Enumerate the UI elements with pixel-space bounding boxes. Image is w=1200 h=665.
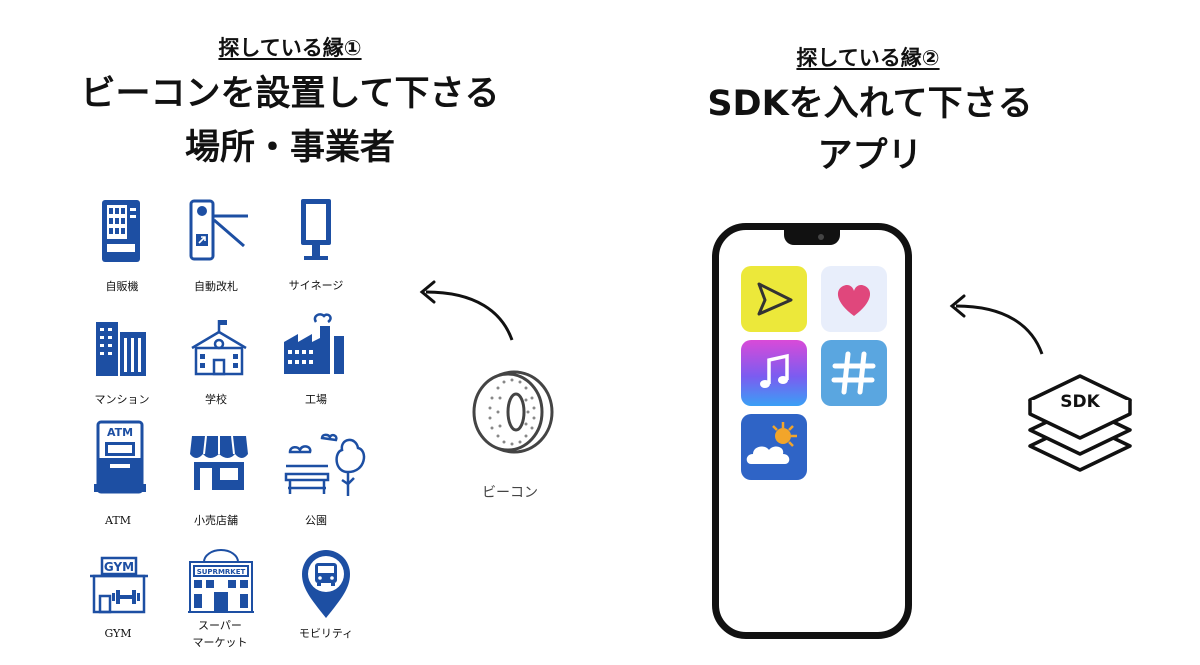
right-title-line1: SDKを入れて下さる: [707, 84, 1033, 124]
app-weather[interactable]: [741, 414, 807, 480]
place-label: マンション: [94, 393, 150, 406]
weather-icon: [746, 422, 797, 464]
heart-icon: [837, 284, 871, 316]
app-music[interactable]: [741, 340, 807, 406]
ticket-gate-icon: [188, 198, 250, 264]
left-title-line1: ビーコンを設置して下さる: [80, 74, 500, 114]
place-label: ATM: [105, 514, 131, 527]
place-label: 工場: [305, 393, 327, 406]
supermarket-sign: SUPRMRKET: [197, 568, 246, 576]
place-label: GYM: [104, 627, 132, 640]
hashtag-icon: [831, 351, 876, 395]
store-icon: [188, 432, 250, 492]
signage-icon: [298, 196, 334, 264]
app-heart[interactable]: [821, 266, 887, 332]
place-label: 学校: [205, 393, 227, 406]
atm-sign: ATM: [107, 426, 133, 439]
place-label-line2: マーケット: [192, 636, 248, 649]
place-label: 自動改札: [194, 280, 238, 293]
app-send[interactable]: [741, 266, 807, 332]
curved-arrow-icon: [946, 290, 1050, 360]
sdk-stack-icon: SDK: [1026, 372, 1134, 482]
vending-machine-icon: [100, 198, 142, 264]
smartphone: [712, 223, 912, 639]
place-label: サイネージ: [288, 279, 344, 292]
park-icon: [282, 428, 366, 500]
left-title-line2: 場所・事業者: [184, 128, 395, 168]
place-label-line1: スーパー: [198, 619, 242, 632]
factory-icon: [280, 308, 350, 376]
school-icon: [188, 318, 250, 378]
gym-icon: GYM: [88, 556, 150, 614]
beacon-device-icon: [468, 368, 556, 456]
right-title-line2: アプリ: [817, 136, 923, 176]
apartment-icon: [90, 316, 152, 378]
place-label: 小売店舗: [194, 514, 238, 527]
place-label: 自販機: [105, 280, 139, 293]
atm-icon: ATM: [92, 420, 148, 494]
curved-arrow-icon: [416, 276, 520, 346]
gym-sign: GYM: [104, 560, 134, 574]
sdk-label: SDK: [1060, 392, 1100, 412]
supermarket-icon: SUPRMRKET: [184, 548, 258, 616]
right-subtitle: 探している縁②: [796, 46, 940, 70]
music-note-icon: [760, 353, 789, 388]
place-label: モビリティ: [298, 627, 354, 640]
beacon-label: ビーコン: [482, 485, 538, 501]
app-hashtag[interactable]: [821, 340, 887, 406]
phone-notch: [784, 229, 840, 245]
mobility-bus-icon: [300, 548, 352, 620]
left-subtitle: 探している縁①: [218, 36, 362, 60]
place-label: 公園: [305, 514, 327, 527]
send-icon: [757, 282, 793, 316]
